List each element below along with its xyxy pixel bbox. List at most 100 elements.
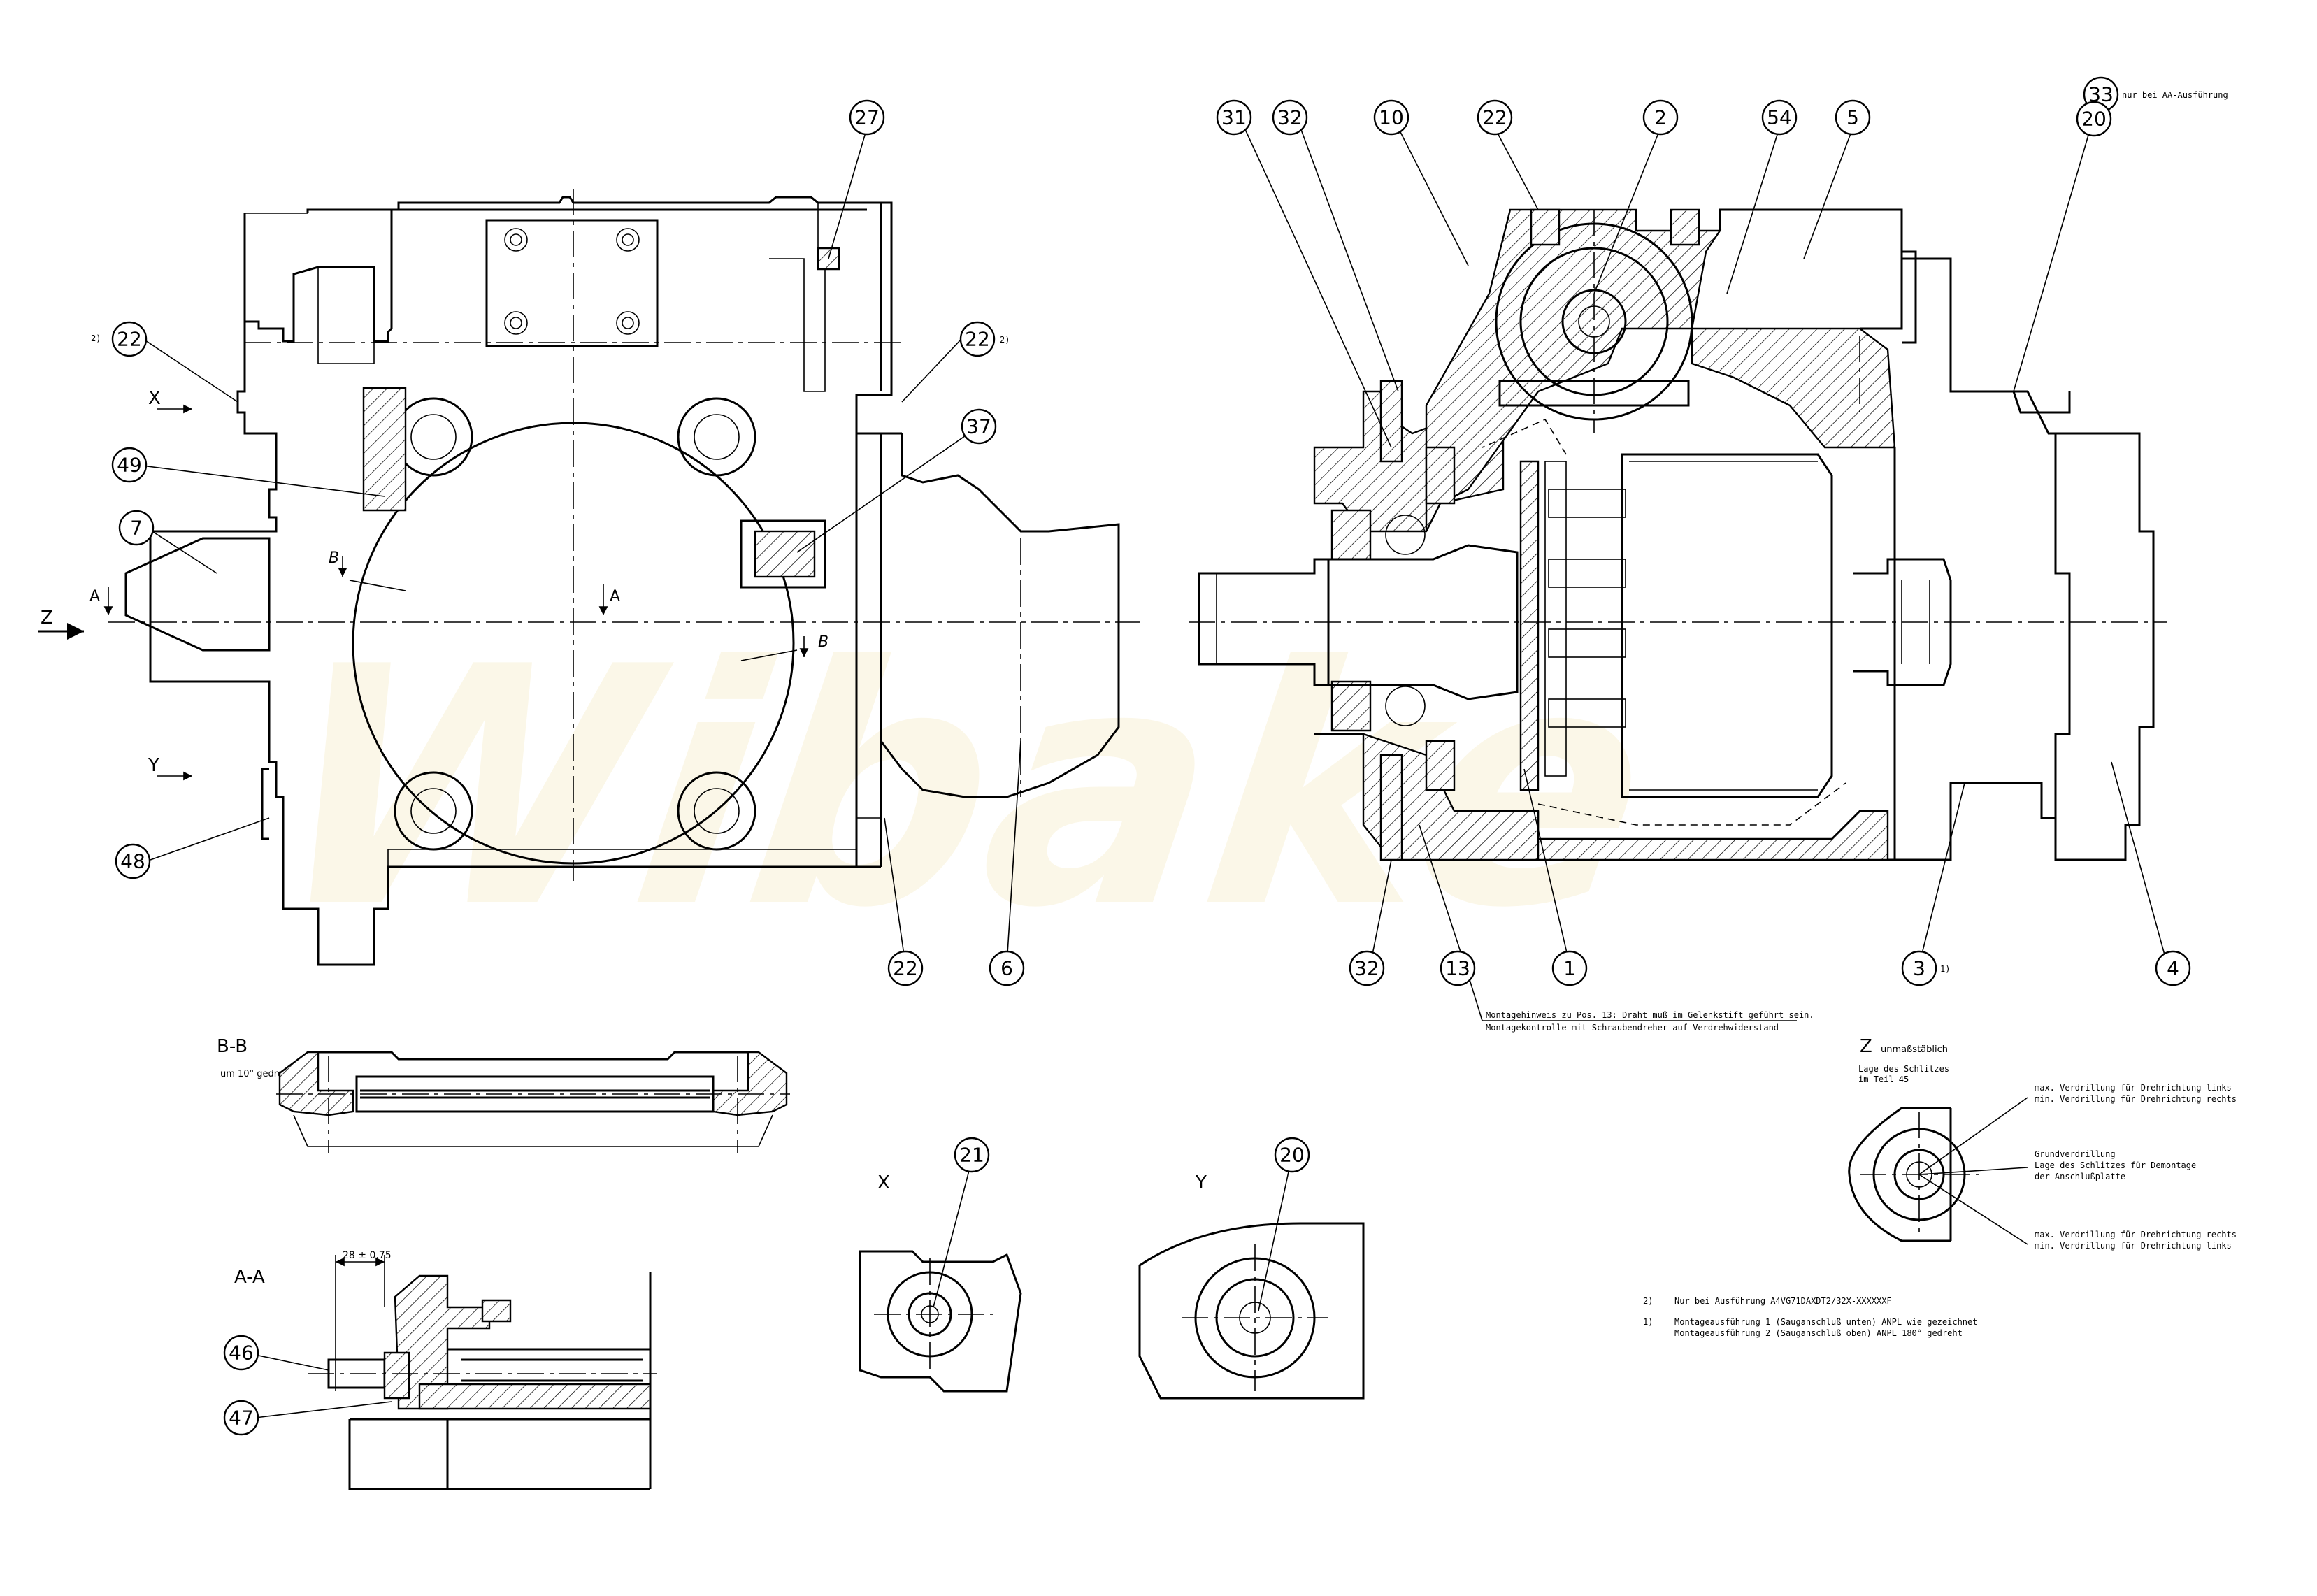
- balloon-46: 46: [223, 1335, 259, 1371]
- svg-text:4: 4: [2167, 957, 2179, 980]
- footnotes: 2) Nur bei Ausführung A4VG71DAXDT2/32X-X…: [1643, 1296, 1977, 1338]
- footnote-marker-item-3: 1): [1940, 964, 1950, 974]
- view-x-title: X: [877, 1172, 890, 1193]
- twist-left-min: min. Verdrillung für Drehrichtung rechts: [2035, 1094, 2237, 1104]
- section-b-label-right: B: [818, 633, 828, 651]
- basic-connection-plate: der Anschlußplatte: [2035, 1172, 2125, 1181]
- balloon-27: 27: [849, 99, 885, 136]
- view-z-arrow-label: Z: [41, 608, 53, 628]
- svg-text:48: 48: [120, 850, 145, 873]
- svg-text:7: 7: [130, 517, 143, 540]
- svg-text:3: 3: [1913, 957, 1925, 980]
- svg-text:6: 6: [1000, 957, 1013, 980]
- balloon-32-top: 32: [1272, 99, 1308, 136]
- balloon-7: 7: [118, 510, 155, 546]
- balloon-22-right: 22: [959, 321, 996, 357]
- twist-left-max: max. Verdrillung für Drehrichtung links: [2035, 1083, 2232, 1093]
- balloon-21: 21: [954, 1137, 990, 1173]
- balloon-22-bottom: 22: [887, 950, 924, 986]
- balloon-6: 6: [989, 950, 1025, 986]
- assembly-note-line2: Montagekontrolle mit Schraubendreher auf…: [1486, 1023, 1779, 1033]
- section-a-label-center: A: [610, 588, 620, 605]
- balloon-31: 31: [1216, 99, 1252, 136]
- balloon-20-y: 20: [1274, 1137, 1310, 1173]
- slot-position-line2: im Teil 45: [1858, 1074, 1909, 1084]
- section-bb-title: B-B: [217, 1036, 248, 1057]
- balloon-22-left: 22: [111, 321, 148, 357]
- section-b-b: B-B um 10° gedreht: [217, 1036, 790, 1153]
- balloon-10: 10: [1373, 99, 1409, 136]
- pistons: [1544, 461, 1626, 777]
- section-a-label-left: A: [89, 588, 100, 605]
- section-bb-note: um 10° gedreht: [220, 1069, 292, 1079]
- view-z-scale: unmaßstäblich: [1881, 1044, 1948, 1055]
- svg-text:27: 27: [854, 106, 880, 129]
- view-x-arrow-label: X: [148, 388, 161, 409]
- footnote-2-text: Nur bei Ausführung A4VG71DAXDT2/32X-XXXX…: [1674, 1296, 1892, 1306]
- svg-text:54: 54: [1767, 106, 1792, 129]
- svg-text:2: 2: [1654, 106, 1667, 129]
- svg-text:32: 32: [1354, 957, 1379, 980]
- balloon-5: 5: [1835, 99, 1871, 136]
- footnote-1-line1: Montageausführung 1 (Sauganschluß unten)…: [1674, 1317, 1977, 1327]
- svg-text:22: 22: [893, 957, 918, 980]
- footnote-1-marker: 1): [1643, 1317, 1653, 1327]
- balloon-4: 4: [2155, 950, 2191, 986]
- assembly-note: Montagehinweis zu Pos. 13: Draht muß im …: [1468, 975, 1814, 1033]
- leader-lines: [136, 127, 2168, 1418]
- svg-text:37: 37: [966, 415, 991, 438]
- svg-text:49: 49: [117, 454, 142, 477]
- balloon-49: 49: [111, 447, 148, 483]
- view-x: X: [859, 1172, 1022, 1393]
- svg-text:31: 31: [1221, 106, 1247, 129]
- basic-twist: Grundverdrillung: [2035, 1149, 2116, 1159]
- balloon-48: 48: [115, 843, 151, 879]
- front-view: X Y Z A A B B: [38, 189, 1140, 966]
- view-z-title: Z: [1860, 1036, 1872, 1057]
- svg-text:22: 22: [1482, 106, 1507, 129]
- basic-slot-position: Lage des Schlitzes für Demontage: [2035, 1160, 2196, 1170]
- note-33: nur bei AA-Ausführung: [2122, 90, 2228, 100]
- balloon-37: 37: [961, 408, 997, 445]
- svg-text:21: 21: [959, 1144, 984, 1167]
- svg-text:1: 1: [1563, 957, 1576, 980]
- balloon-2: 2: [1642, 99, 1679, 136]
- svg-text:22: 22: [965, 328, 990, 351]
- footnote-2-marker: 2): [1643, 1296, 1653, 1306]
- svg-text:20: 20: [1279, 1144, 1305, 1167]
- balloon-20-top: 20: [2076, 101, 2112, 137]
- footnote-marker-22-right: 2): [1000, 335, 1010, 345]
- section-arrows: [38, 404, 809, 781]
- section-aa-title: A-A: [234, 1267, 265, 1288]
- view-y-title: Y: [1195, 1172, 1207, 1193]
- svg-text:10: 10: [1379, 106, 1404, 129]
- svg-text:32: 32: [1277, 106, 1303, 129]
- valve-screws: [504, 228, 640, 335]
- balloon-22-top: 22: [1477, 99, 1513, 136]
- twist-right-min: min. Verdrillung für Drehrichtung links: [2035, 1241, 2232, 1251]
- footnote-1-line2: Montageausführung 2 (Sauganschluß oben) …: [1674, 1328, 1963, 1338]
- balloon-13: 13: [1440, 950, 1476, 986]
- svg-text:5: 5: [1846, 106, 1859, 129]
- section-a-a: A-A 28 ± 0.75: [234, 1250, 657, 1490]
- view-z-detail: Z unmaßstäblich Lage des Schlitzes im Te…: [1848, 1036, 2237, 1251]
- balloon-3: 3: [1901, 950, 1937, 986]
- section-aa-dimension: 28 ± 0.75: [343, 1250, 392, 1261]
- svg-text:47: 47: [229, 1407, 254, 1430]
- view-y-arrow-label: Y: [148, 755, 159, 776]
- balloon-32-bottom: 32: [1349, 950, 1385, 986]
- balloon-1: 1: [1551, 950, 1588, 986]
- view-y: Y: [1138, 1172, 1365, 1400]
- svg-text:13: 13: [1445, 957, 1470, 980]
- svg-text:46: 46: [229, 1342, 254, 1365]
- twist-right-max: max. Verdrillung für Drehrichtung rechts: [2035, 1230, 2237, 1239]
- balloon-54: 54: [1761, 99, 1798, 136]
- assembly-note-line1: Montagehinweis zu Pos. 13: Draht muß im …: [1486, 1010, 1814, 1020]
- svg-text:22: 22: [117, 328, 142, 351]
- svg-text:20: 20: [2081, 108, 2107, 131]
- slot-position-line1: Lage des Schlitzes: [1858, 1064, 1949, 1074]
- section-view: [1189, 208, 2167, 861]
- footnote-marker-22-left: 2): [91, 333, 101, 343]
- balloon-47: 47: [223, 1400, 259, 1436]
